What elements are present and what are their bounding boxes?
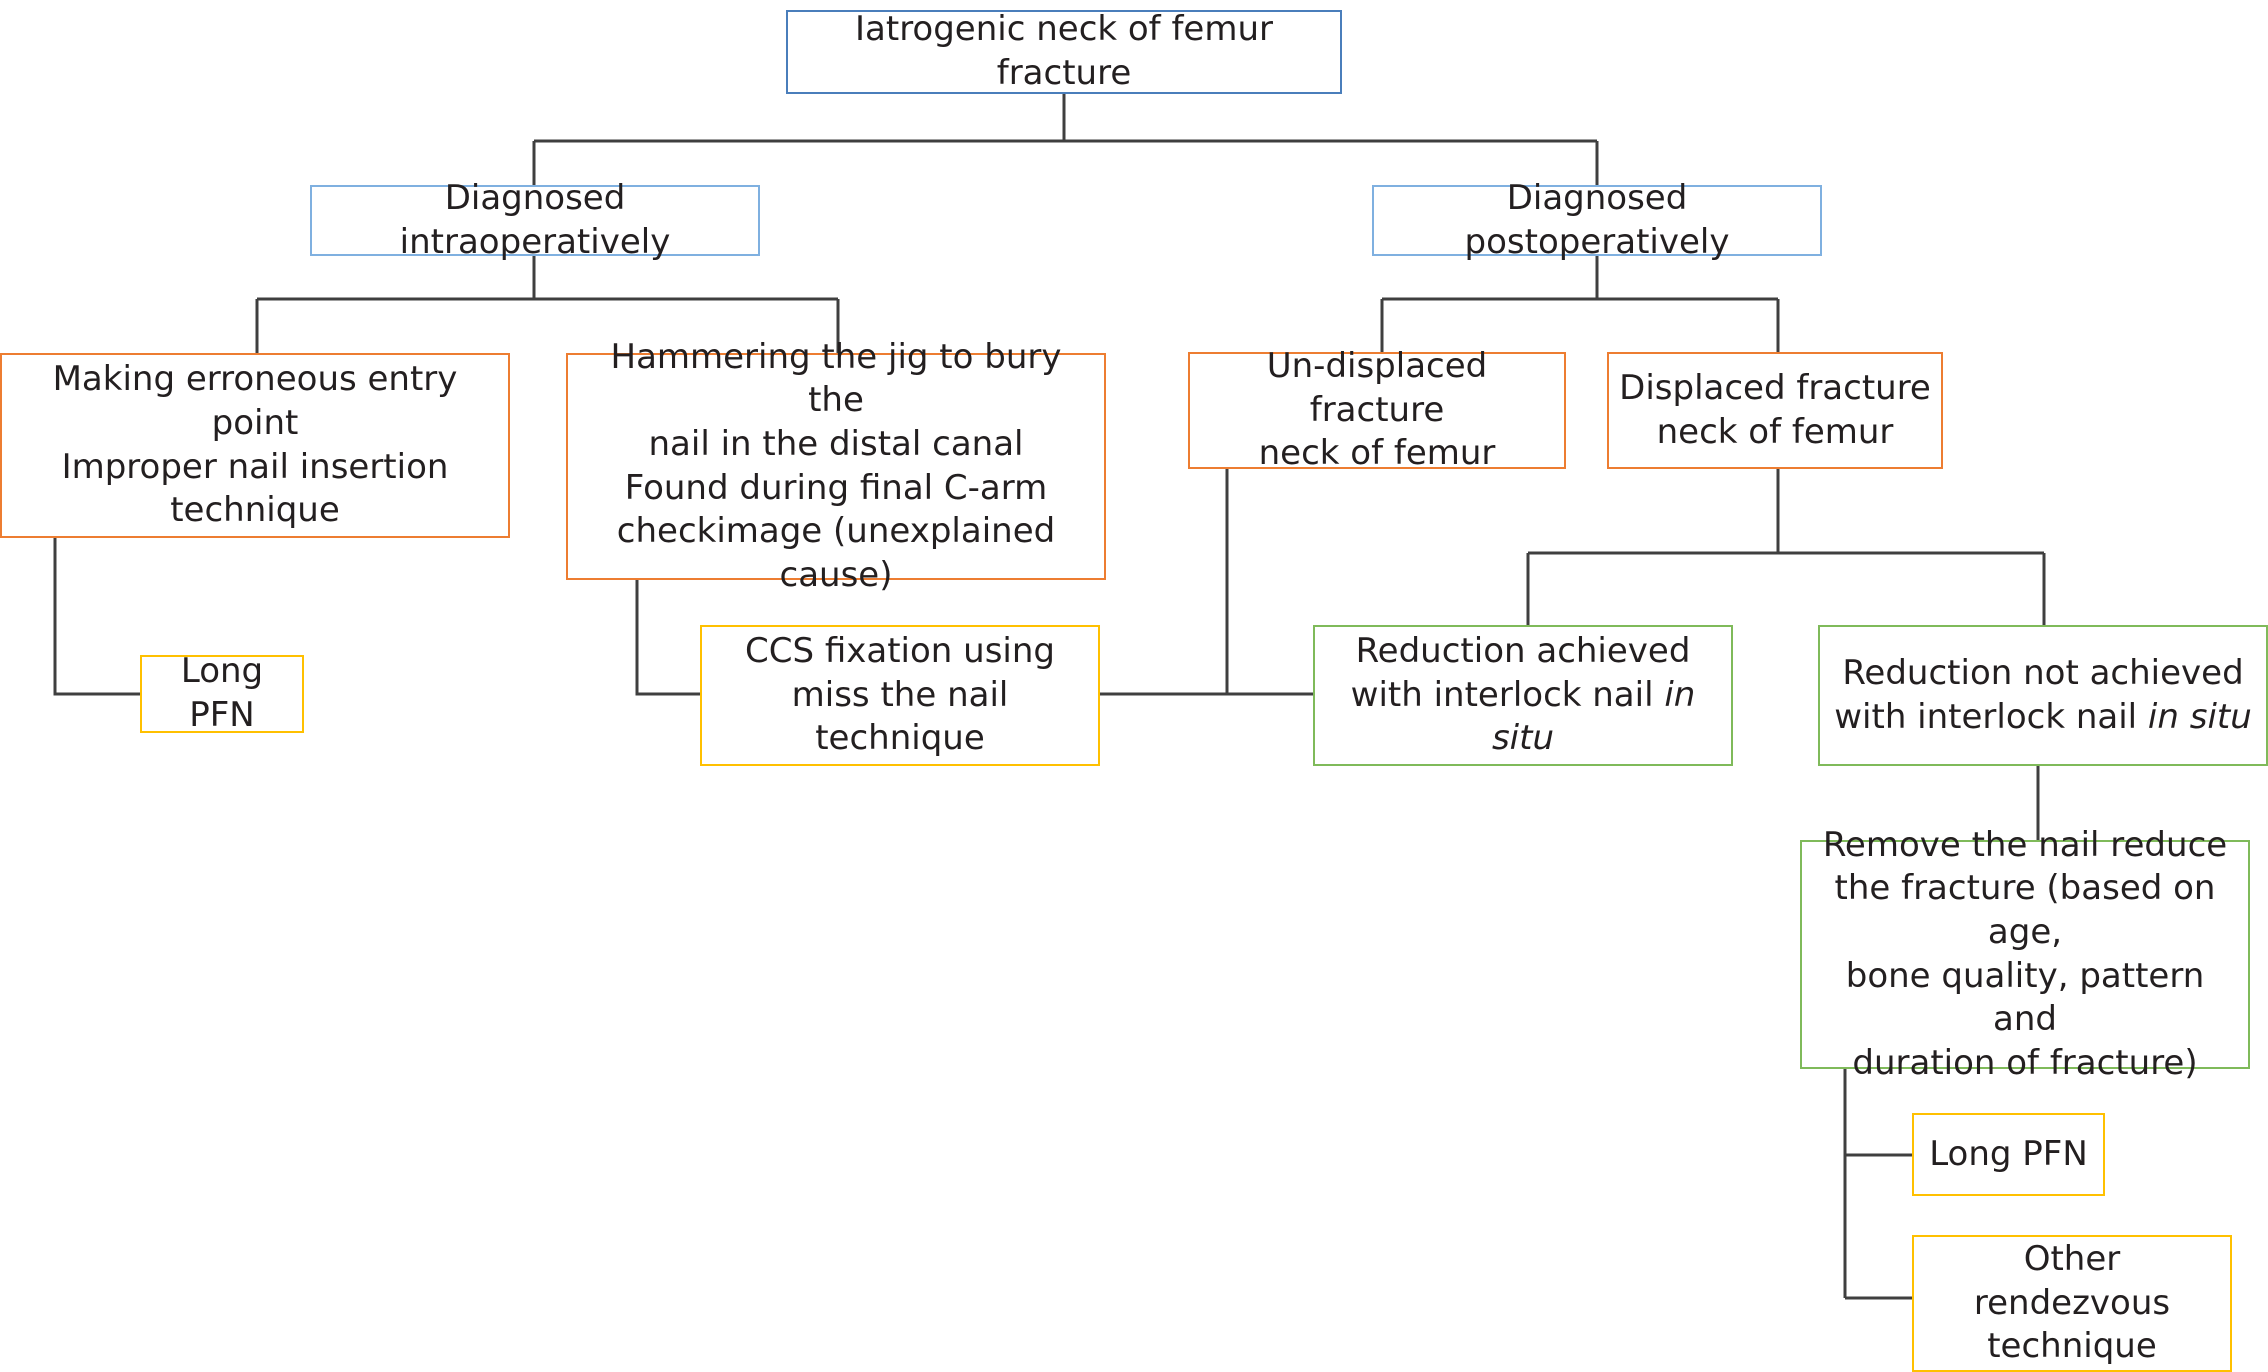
node-root[interactable]: Iatrogenic neck of femur fracture <box>786 9 1342 94</box>
node-diagnosed-postoperatively-label: Diagnosed postoperatively <box>1464 177 1730 262</box>
node-displaced-fracture[interactable]: Displaced fracture neck of femur <box>1607 352 1943 469</box>
node-long-pfn-left[interactable]: Long PFN <box>140 651 304 735</box>
node-other-rendezvous[interactable]: Other rendezvous technique <box>1912 1235 2232 1372</box>
node-other-rendezvous-label: Other rendezvous technique <box>1973 1239 2171 1367</box>
node-reduction-not-achieved-label: Reduction not achieved with interlock na… <box>1834 652 2252 737</box>
node-diagnosed-intraoperatively-label: Diagnosed intraoperatively <box>399 177 671 262</box>
node-diagnosed-postoperatively[interactable]: Diagnosed postoperatively <box>1372 178 1822 262</box>
node-long-pfn-left-label: Long PFN <box>180 651 264 735</box>
node-undisplaced-fracture[interactable]: Un-displaced fracture neck of femur <box>1188 346 1566 473</box>
node-hammering-jig-label: Hammering the jig to bury the nail in th… <box>610 336 1062 595</box>
node-long-pfn-right[interactable]: Long PFN <box>1912 1113 2105 1196</box>
node-diagnosed-intraoperatively[interactable]: Diagnosed intraoperatively <box>310 178 760 262</box>
node-reduction-achieved-label: Reduction achieved with interlock nail i… <box>1350 631 1696 759</box>
node-remove-nail[interactable]: Remove the nail reduce the fracture (bas… <box>1800 825 2250 1083</box>
node-erroneous-entry-label: Making erroneous entry point Improper na… <box>52 359 458 531</box>
node-undisplaced-fracture-label: Un-displaced fracture neck of femur <box>1258 346 1496 474</box>
node-ccs-fixation-label: CCS fixation using miss the nail techniq… <box>744 631 1056 759</box>
node-erroneous-entry[interactable]: Making erroneous entry point Improper na… <box>0 353 510 538</box>
node-long-pfn-right-label: Long PFN <box>1929 1133 2088 1174</box>
node-root-label: Iatrogenic neck of femur fracture <box>855 9 1273 93</box>
node-displaced-fracture-label: Displaced fracture neck of femur <box>1619 367 1931 452</box>
edge-hammering-to-ccs <box>635 580 700 696</box>
node-remove-nail-label: Remove the nail reduce the fracture (bas… <box>1822 824 2228 1083</box>
node-reduction-not-achieved[interactable]: Reduction not achieved with interlock na… <box>1818 625 2268 766</box>
node-ccs-fixation[interactable]: CCS fixation using miss the nail techniq… <box>700 625 1100 766</box>
edge-erroneous-to-longpfn <box>53 538 140 696</box>
node-hammering-jig[interactable]: Hammering the jig to bury the nail in th… <box>566 337 1106 595</box>
node-reduction-achieved[interactable]: Reduction achieved with interlock nail i… <box>1313 625 1733 766</box>
